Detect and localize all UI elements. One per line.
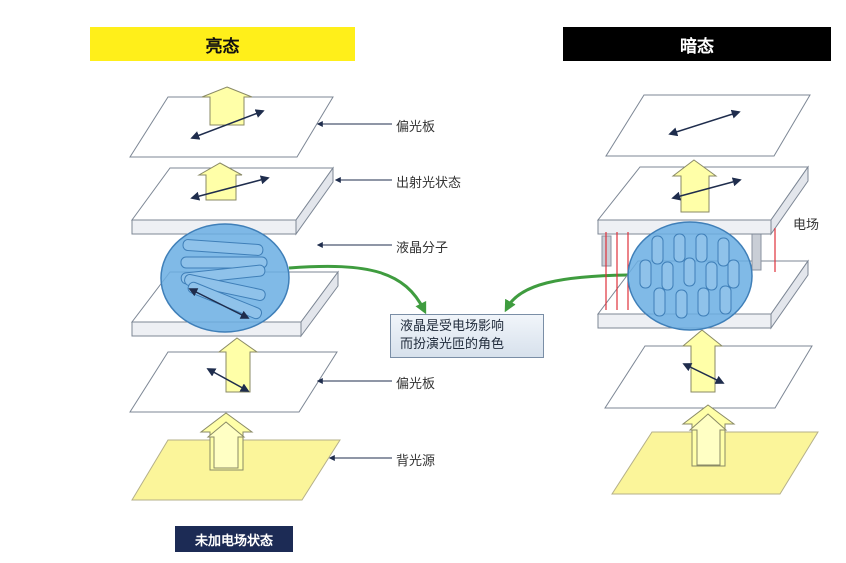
bright-state-header: 亮态: [90, 27, 355, 61]
label-polarizer-bottom: 偏光板: [396, 377, 436, 392]
label-electric-field: 电场: [793, 218, 820, 233]
up-arrow-icon: [671, 159, 736, 467]
label-backlight: 背光源: [396, 454, 436, 469]
label-polarizer-top: 偏光板: [396, 120, 436, 135]
aligned-lc-rods: [639, 233, 740, 319]
top-polarizer-dark: [605, 94, 811, 157]
label-lc-molecules: 液晶分子: [396, 241, 449, 256]
no-field-caption: 未加电场状态: [175, 526, 293, 552]
polarization-arrow-icon: [190, 109, 270, 392]
label-output-light-state: 出射光状态: [396, 176, 462, 191]
callout-line-2: 而扮演光匝的角色: [400, 337, 505, 352]
green-pointer-icon: [288, 264, 427, 315]
polarization-arrow-icon: [668, 109, 742, 384]
callout-line-1: 液晶是受电场影响: [400, 319, 505, 334]
dark-state-header: 暗态: [563, 27, 831, 61]
explanation-callout: 液晶是受电场影响 而扮演光匝的角色: [390, 314, 544, 358]
